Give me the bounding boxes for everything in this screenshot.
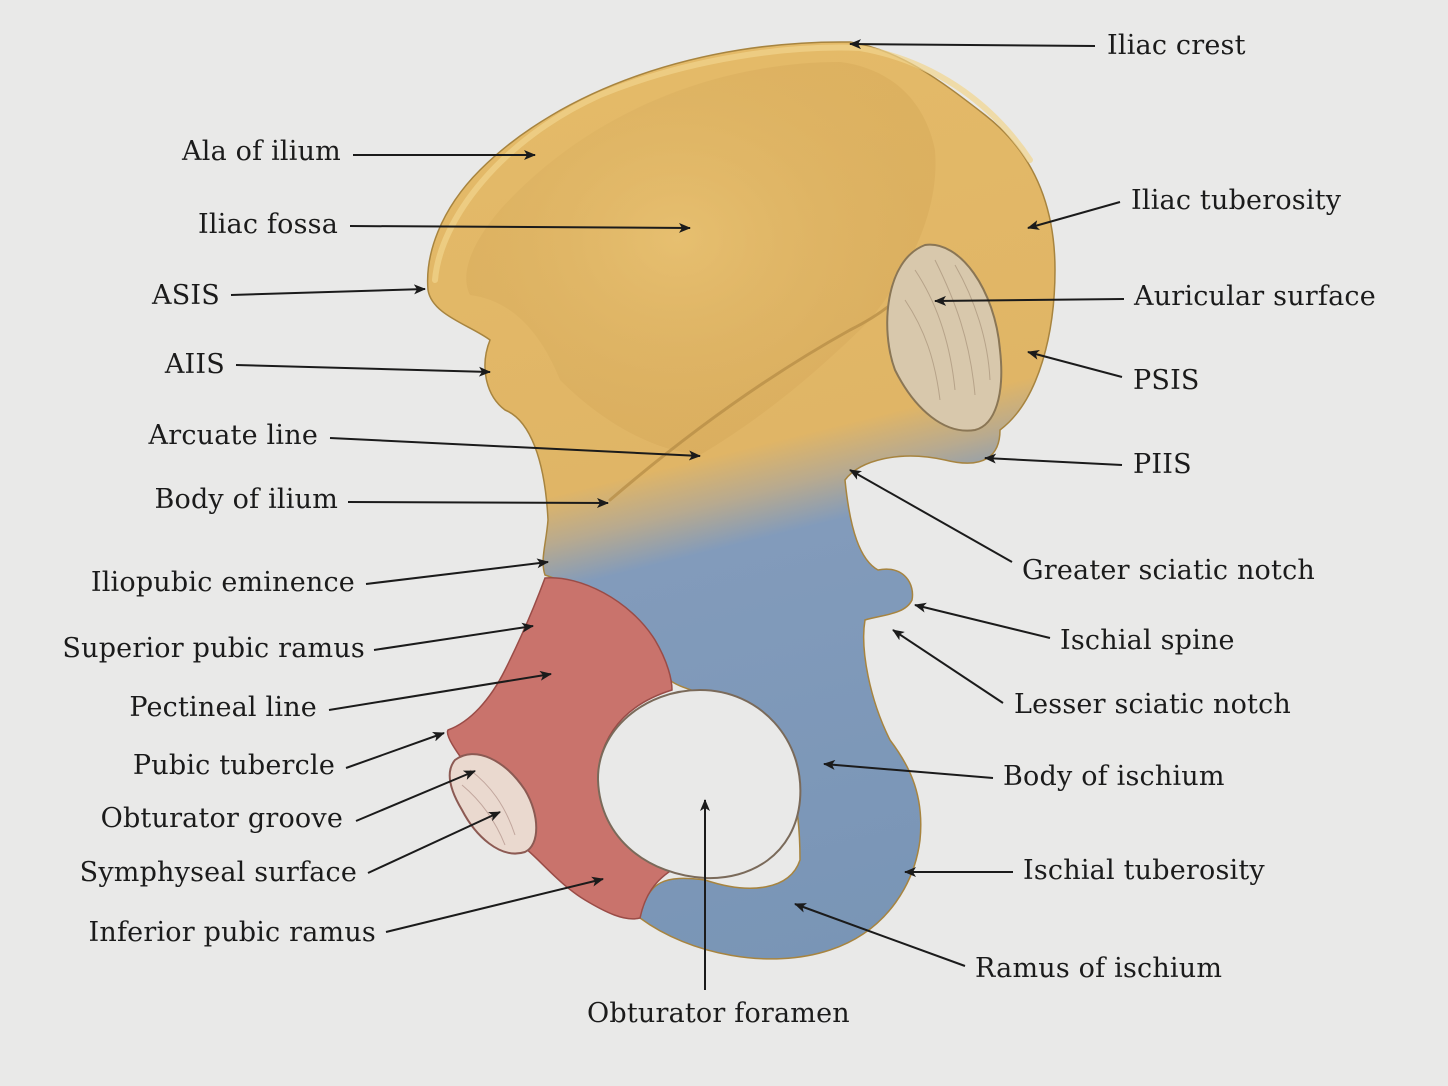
leader-pectineal-line (328, 670, 552, 711)
leader-piis (984, 453, 1123, 466)
label-symphyseal-surface: Symphyseal surface (79, 857, 357, 888)
label-iliac-tuberosity: Iliac tuberosity (1131, 185, 1342, 216)
label-obturator-groove: Obturator groove (100, 803, 343, 834)
label-ramus-of-ischium: Ramus of ischium (975, 953, 1223, 984)
label-aiis: AIIS (164, 349, 225, 380)
leader-iliac-fossa (349, 222, 691, 233)
leader-iliac-tuberosity (1027, 201, 1121, 230)
label-body-of-ischium: Body of ischium (1003, 761, 1225, 792)
leader-iliac-crest (849, 39, 1096, 50)
label-pubic-tubercle: Pubic tubercle (132, 750, 335, 781)
iliac-fossa-shading (466, 62, 936, 455)
label-iliopubic-eminence: Iliopubic eminence (90, 567, 355, 598)
label-piis: PIIS (1133, 449, 1192, 480)
leader-lines (230, 39, 1125, 990)
label-ala-of-ilium: Ala of ilium (182, 136, 341, 167)
leader-ramus-of-ischium (794, 903, 966, 967)
leader-ischial-spine (914, 602, 1051, 639)
leader-symphyseal-surface (367, 811, 501, 874)
label-ischial-tuberosity: Ischial tuberosity (1023, 855, 1265, 886)
label-asis: ASIS (152, 280, 220, 311)
label-auricular-surface: Auricular surface (1134, 281, 1376, 312)
label-superior-pubic-ramus: Superior pubic ramus (62, 633, 365, 664)
label-inferior-pubic-ramus: Inferior pubic ramus (88, 917, 376, 948)
label-obturator-foramen: Obturator foramen (587, 998, 850, 1029)
label-lesser-sciatic-notch: Lesser sciatic notch (1014, 689, 1291, 720)
label-body-of-ilium: Body of ilium (154, 484, 338, 515)
label-greater-sciatic-notch: Greater sciatic notch (1022, 555, 1315, 586)
auricular-texture (904, 259, 991, 401)
leader-iliopubic-eminence (365, 558, 549, 585)
label-psis: PSIS (1133, 365, 1200, 396)
leader-asis (230, 284, 426, 296)
leader-body-of-ilium (347, 497, 609, 508)
leader-greater-sciatic-notch (849, 469, 1013, 563)
label-pectineal-line: Pectineal line (129, 692, 317, 723)
iliac-crest-rim (432, 44, 1033, 283)
leader-body-of-ischium (823, 759, 994, 779)
leader-superior-pubic-ramus (373, 622, 534, 651)
label-ischial-spine: Ischial spine (1060, 625, 1235, 656)
leader-psis (1027, 349, 1123, 378)
leader-lesser-sciatic-notch (892, 629, 1004, 704)
leader-arcuate-line (329, 437, 701, 461)
leader-inferior-pubic-ramus (385, 876, 604, 933)
leader-pubic-tubercle (345, 731, 445, 769)
auricular-surface-patch (886, 243, 1003, 432)
label-iliac-fossa: Iliac fossa (198, 209, 338, 240)
label-iliac-crest: Iliac crest (1107, 30, 1246, 61)
leader-obturator-groove (355, 770, 476, 822)
leader-aiis (235, 364, 491, 377)
label-arcuate-line: Arcuate line (148, 420, 318, 451)
leader-auricular-surface (934, 295, 1125, 306)
